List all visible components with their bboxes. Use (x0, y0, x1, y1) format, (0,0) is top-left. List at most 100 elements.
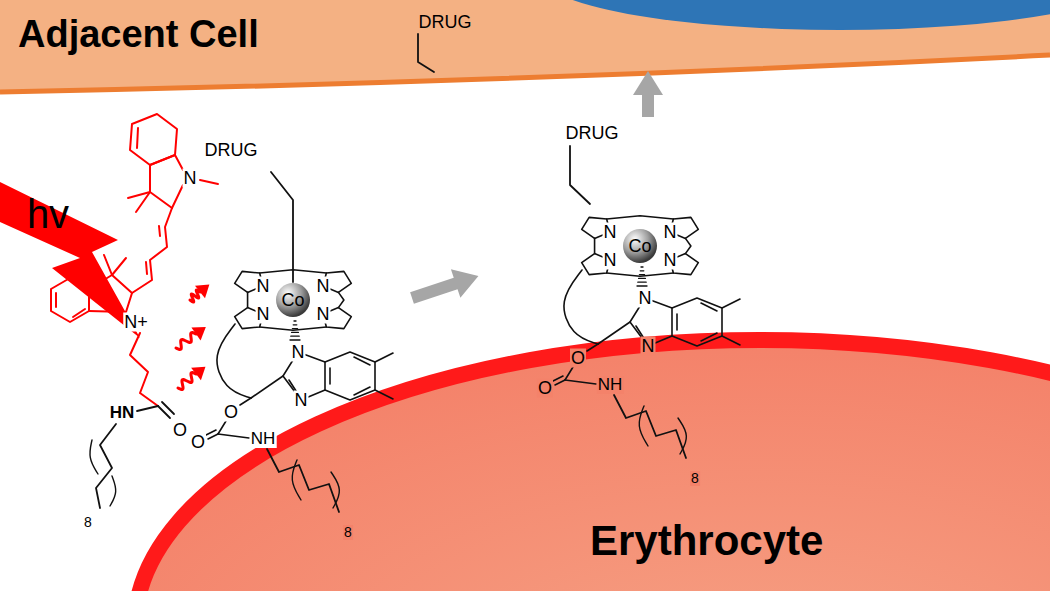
carbonyl-bond (162, 402, 174, 414)
hashed-bond (292, 332, 299, 333)
atom-label: N (183, 169, 198, 188)
cy5-dye (51, 114, 218, 508)
atom-label: N+ (123, 313, 149, 332)
double-bond (159, 226, 160, 236)
atom-label: O (223, 403, 239, 422)
cell-membrane (0, 55, 1050, 92)
chain-count: 8 (690, 471, 700, 486)
shape-outline (120, 330, 1050, 591)
label-holder: DRUG (418, 13, 473, 32)
meso-bridge (338, 292, 343, 307)
label-holder: N (603, 223, 618, 242)
hashed-bond (639, 274, 644, 275)
cobalamin-complex (206, 172, 393, 512)
double-bond (55, 293, 57, 307)
label-holder: DRUG (565, 124, 620, 143)
atom-label: N (641, 337, 656, 356)
label-holder: N (641, 337, 656, 356)
chain-bracket (90, 440, 98, 474)
ring-bond (594, 238, 596, 253)
atom-label: O (537, 379, 553, 398)
label-holder: N (256, 305, 271, 324)
atom-label: N (291, 343, 306, 362)
chain-bracket (639, 406, 648, 446)
wave-arrowhead (195, 285, 209, 299)
atom-label: O (190, 433, 206, 452)
erythrocyte-cell: Erythrocyte (120, 330, 1050, 591)
double-bond (354, 387, 370, 395)
chain-bracket (292, 460, 301, 500)
carbamate-bond (218, 434, 249, 438)
double-bond (73, 309, 85, 317)
methyl-group (722, 336, 740, 345)
chain-bracket (110, 476, 116, 506)
atom-label: N (663, 251, 678, 270)
double-bond (676, 314, 678, 330)
hashed-bond (291, 336, 299, 337)
meso-bridge (685, 238, 690, 253)
meso-bridge (607, 273, 674, 276)
amide-bond (137, 406, 158, 411)
carbamate-bond (218, 421, 226, 434)
lipid-chain (96, 424, 116, 508)
ring-bond (172, 185, 183, 208)
arrow-shape (633, 71, 663, 117)
methyl-group (136, 192, 150, 212)
methyl-group (375, 390, 393, 399)
hashed-bond (292, 328, 297, 329)
hashed-bond (637, 285, 647, 286)
atom-label: N (603, 223, 618, 242)
uptake-arrow (633, 71, 663, 117)
carbonyl-bond (555, 380, 565, 385)
hashed-bond (640, 270, 644, 271)
lipid-chain (267, 449, 339, 512)
cell-name: Adjacent Cell (18, 14, 259, 56)
light-symbol: hv (26, 193, 70, 235)
atom-label: N (256, 277, 271, 296)
label-holder: NH (597, 376, 624, 394)
drug-label: DRUG (204, 141, 259, 160)
label-holder: N+ (123, 313, 149, 332)
atom-label: N (256, 305, 271, 324)
label-holder: O (570, 349, 586, 368)
carbamate-bond (565, 367, 573, 380)
ester-bond (240, 398, 251, 405)
label-holder: N (603, 251, 618, 270)
chain-count: 8 (83, 515, 93, 530)
nucleotide-loop (217, 324, 251, 398)
wave-arrowhead (191, 367, 205, 381)
label-holder: O (537, 379, 553, 398)
cobalt-atom (276, 283, 310, 317)
benzene-ring (51, 278, 89, 322)
hashed-bond (290, 339, 300, 340)
label-holder: N (316, 305, 331, 324)
atom-label: O (172, 421, 188, 440)
chain-bracket (678, 418, 686, 454)
carbamate-bond (565, 380, 596, 384)
energy-wave (178, 373, 196, 390)
cobalamin-complex (553, 216, 740, 458)
methyl-group (375, 353, 393, 362)
drug-linker (271, 172, 293, 282)
label-holder: N (183, 169, 198, 188)
drug-linker (418, 34, 434, 72)
release-arrow (407, 262, 483, 313)
energy-wave (176, 332, 196, 349)
label-holder: N (316, 277, 331, 296)
label-holder: Co (280, 291, 305, 310)
drug-label: DRUG (565, 124, 620, 143)
atom-label: NH (250, 430, 277, 448)
double-bond (137, 128, 138, 148)
polymethine-chain (132, 208, 172, 293)
atom-label: N (316, 305, 331, 324)
atom-label: Co (280, 291, 305, 310)
label-holder: 8 (690, 469, 700, 487)
drug-linker (570, 146, 590, 204)
hashed-bond (641, 266, 643, 267)
erythrocyte-membrane (135, 340, 1050, 591)
arrow-shape (407, 262, 483, 313)
label-holder: N (638, 289, 653, 308)
ring-bond (247, 292, 249, 307)
cobalt-atom (623, 229, 657, 263)
